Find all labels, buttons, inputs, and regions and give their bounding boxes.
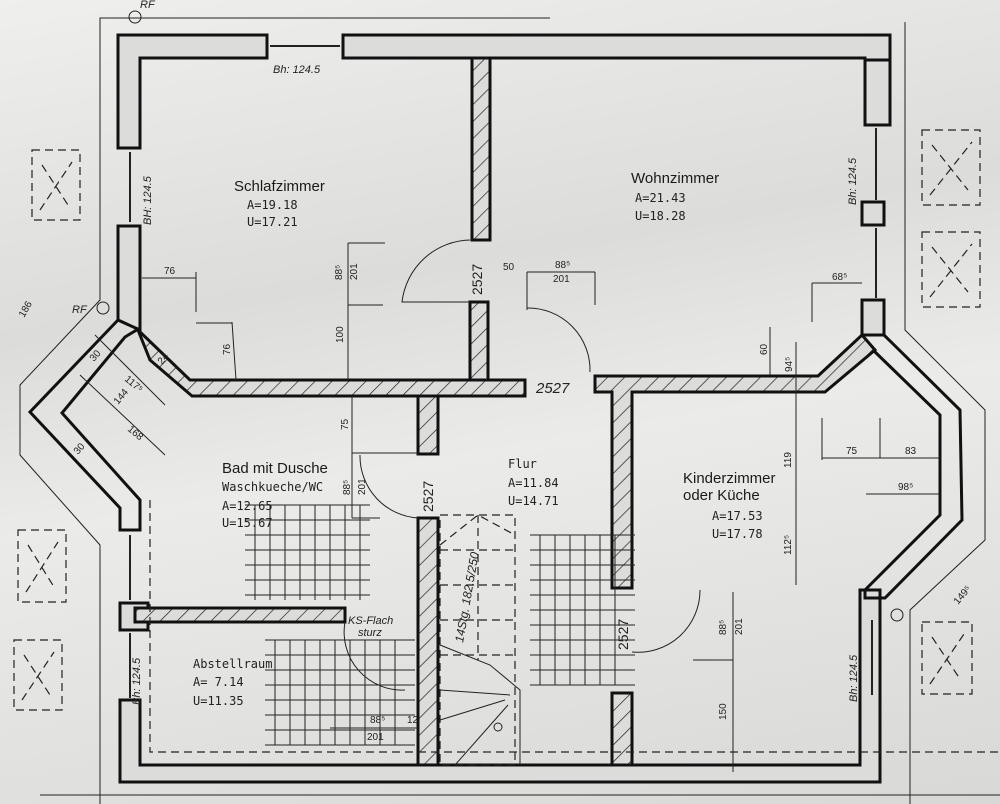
room-perimeter: U=11.35 (193, 694, 244, 708)
room-perimeter: U=17.78 (712, 527, 763, 541)
light-shaft (13, 639, 63, 711)
tile-line (21, 651, 55, 701)
room-perimeter: U=15.67 (222, 516, 273, 530)
light-shaft (17, 529, 67, 603)
tile-line (23, 654, 51, 696)
svg-text:68⁵: 68⁵ (832, 272, 847, 283)
svg-text:168: 168 (125, 424, 145, 443)
svg-text:83: 83 (905, 446, 917, 457)
room-subtitle: Waschkueche/WC (222, 480, 323, 494)
svg-text:60: 60 (759, 343, 770, 355)
light-shaft (921, 621, 973, 695)
rf-label-left: RF (72, 304, 88, 316)
door-label-schlafzimmer: 2527 (469, 264, 485, 295)
room-flur[interactable]: Flur A=11.84 U=14.71 (508, 457, 559, 508)
lintel-label-2: sturz (358, 627, 382, 639)
property-outline-right (904, 22, 986, 804)
svg-text:50: 50 (503, 262, 515, 273)
light-shafts (13, 129, 981, 711)
exterior-walls (27, 33, 964, 784)
svg-text:88⁵: 88⁵ (342, 480, 353, 495)
light-shaft (31, 149, 81, 221)
light-shaft (921, 129, 981, 206)
svg-text:144: 144 (112, 387, 131, 407)
room-area: A=17.53 (712, 509, 763, 523)
window-label-left-lower: Bh: 124.5 (131, 657, 143, 705)
door-label-kinderzimmer: 2527 (615, 619, 631, 650)
door-label-bad: 2527 (420, 481, 436, 512)
svg-text:149⁵: 149⁵ (952, 584, 974, 607)
dimension-lines (79, 242, 940, 772)
svg-text:94⁵: 94⁵ (784, 357, 795, 372)
room-abstellraum[interactable]: Abstellraum A= 7.14 U=11.35 (193, 657, 272, 708)
tile-line (931, 144, 969, 191)
room-area: A=12.65 (222, 499, 273, 513)
window-label-top: Bh: 124.5 (273, 64, 321, 76)
svg-text:12: 12 (407, 715, 419, 726)
room-perimeter: U=18.28 (635, 209, 686, 223)
room-wohnzimmer[interactable]: Wohnzimmer A=21.43 U=18.28 (631, 170, 719, 223)
interior-walls (133, 56, 878, 767)
rf-label-top: RF (140, 0, 156, 11)
svg-text:88⁵: 88⁵ (370, 715, 385, 726)
light-shaft (921, 231, 981, 308)
svg-text:201: 201 (734, 618, 745, 635)
svg-text:88⁵: 88⁵ (555, 260, 570, 271)
room-bad[interactable]: Bad mit Dusche Waschkueche/WC A=12.65 U=… (222, 460, 328, 530)
svg-text:119: 119 (783, 452, 794, 468)
rf-marker-right (890, 608, 904, 622)
tile-grids (245, 504, 635, 746)
windows (129, 45, 877, 698)
svg-text:75: 75 (340, 418, 351, 430)
lintel-label: KS-Flach (348, 615, 393, 627)
room-name: Schlafzimmer (234, 178, 325, 195)
room-kinderzimmer[interactable]: Kinderzimmer oder Küche A=17.53 U=17.78 (683, 470, 776, 541)
svg-text:186: 186 (17, 299, 35, 319)
window-label-right-upper: Bh: 124.5 (847, 157, 859, 205)
svg-text:76: 76 (164, 266, 176, 277)
room-name: Kinderzimmer (683, 470, 776, 487)
window-label-left-upper: BH: 124.5 (142, 175, 154, 225)
tile-line (931, 246, 969, 293)
tile-line (931, 636, 961, 680)
foundation-line (149, 500, 1000, 753)
svg-text:201: 201 (553, 274, 570, 285)
room-perimeter: U=17.21 (247, 215, 298, 229)
svg-text:76: 76 (222, 343, 233, 355)
door-label-wohnzimmer: 2527 (535, 380, 570, 397)
svg-text:201: 201 (349, 263, 360, 280)
svg-text:88⁵: 88⁵ (334, 265, 345, 280)
room-perimeter: U=14.71 (508, 494, 559, 508)
room-area: A=19.18 (247, 198, 298, 212)
room-name: Abstellraum (193, 657, 272, 671)
svg-text:100: 100 (335, 326, 346, 343)
room-area: A= 7.14 (193, 675, 244, 689)
room-schlafzimmer[interactable]: Schlafzimmer A=19.18 U=17.21 (234, 178, 325, 229)
svg-text:201: 201 (367, 732, 384, 743)
room-area: A=11.84 (508, 476, 559, 490)
staircase (439, 514, 521, 766)
svg-text:98⁵: 98⁵ (898, 482, 913, 493)
room-area: A=21.43 (635, 191, 686, 205)
window-label-right-lower: Bh: 124.5 (848, 654, 860, 702)
rf-marker-top (128, 10, 142, 24)
svg-text:88⁵: 88⁵ (718, 620, 729, 635)
svg-text:75: 75 (846, 446, 858, 457)
tile-line (27, 544, 55, 588)
dimension-labels: 76 76 100 88⁵ 201 50 88⁵ 201 68⁵ 60 94⁵ … (17, 260, 974, 743)
room-name: Wohnzimmer (631, 170, 719, 187)
room-subtitle: oder Küche (683, 487, 760, 504)
room-name: Flur (508, 457, 537, 471)
svg-text:201: 201 (357, 478, 368, 495)
tile-line (41, 164, 69, 206)
tile-line (39, 161, 73, 211)
property-outline (19, 17, 550, 804)
svg-text:150: 150 (718, 703, 729, 720)
rf-marker-left (96, 301, 110, 315)
room-name: Bad mit Dusche (222, 460, 328, 477)
svg-text:30: 30 (72, 441, 88, 457)
svg-text:112⁵: 112⁵ (783, 535, 794, 555)
